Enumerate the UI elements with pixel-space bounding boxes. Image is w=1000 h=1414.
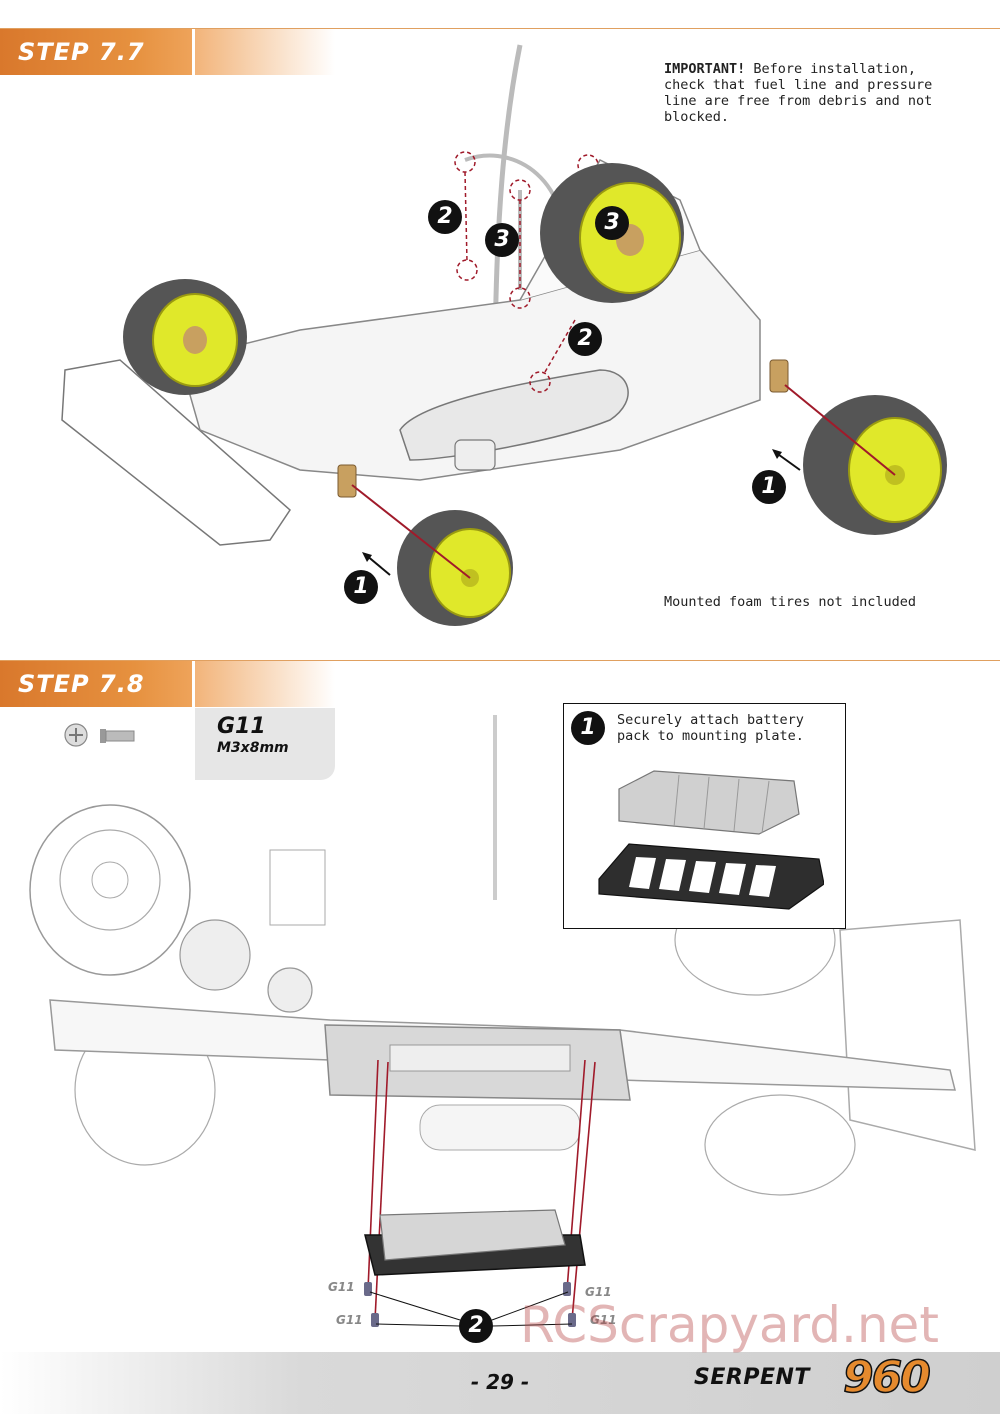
callout-1-front: 1 (344, 570, 378, 604)
guide-line-rear (784, 384, 896, 476)
wheel-front-right (397, 510, 513, 626)
axle-rear (769, 359, 789, 393)
important-label: IMPORTANT! (664, 61, 746, 77)
part-size: M3x8mm (217, 740, 289, 756)
chassis-plate (179, 249, 761, 481)
arrow-front (365, 554, 391, 576)
inset-callout-1: 1 (571, 711, 605, 745)
callout-2-top: 2 (428, 200, 462, 234)
step-header-fade (195, 661, 335, 707)
front-wing (839, 919, 976, 1151)
watermark: RCScrapyard.net (520, 1296, 939, 1354)
pipe-outlet (454, 439, 496, 471)
page-footer (0, 1352, 1000, 1414)
screw-label: G11 (585, 1285, 612, 1299)
guide-line-front (351, 484, 471, 579)
callout-leaders (369, 1291, 573, 1327)
step-title: STEP 7.8 (0, 661, 192, 707)
important-text: Before installation, check that fuel lin… (664, 61, 933, 125)
chassis-illustration-bottom (29, 715, 976, 1327)
part-label-box: G11 M3x8mm (195, 708, 335, 780)
pinion-gear (267, 967, 313, 1013)
screw-icon (64, 723, 135, 747)
wheel-front-right-lower (704, 1094, 856, 1196)
callout-2-lower: 2 (568, 322, 602, 356)
step-header-7-8: STEP 7.8 (0, 660, 1000, 707)
callout-3-right: 3 (595, 206, 629, 240)
screw-label: G11 (328, 1280, 355, 1294)
radio-slot (389, 1044, 571, 1072)
step-header-fade (195, 29, 335, 75)
tires-note: Mounted foam tires not included (664, 594, 916, 610)
callout-3-left: 3 (485, 223, 519, 257)
chassis-illustration-top (61, 44, 947, 626)
brand-name: SERPENT (694, 1365, 810, 1390)
engine-block (269, 849, 326, 926)
wheel-rear-right (803, 395, 947, 535)
inset-text: Securely attach battery pack to mounting… (617, 712, 804, 744)
battery-inset: 1 Securely attach battery pack to mounti… (563, 703, 846, 929)
front-wing (61, 359, 291, 546)
important-note: IMPORTANT! Before installation, check th… (664, 61, 964, 125)
screw-label: G11 (336, 1313, 363, 1327)
page-number: - 29 - (470, 1370, 530, 1394)
step-title: STEP 7.7 (0, 29, 192, 75)
model-number: 960 (842, 1351, 931, 1404)
screw-label: G11 (590, 1313, 617, 1327)
exhaust-pipe (419, 1104, 581, 1151)
axle-front (337, 464, 357, 498)
callout-2: 2 (459, 1309, 493, 1343)
wheel-front-left (123, 279, 247, 395)
callout-1-rear: 1 (752, 470, 786, 504)
step-header-7-7: STEP 7.7 (0, 28, 1000, 75)
battery-pack (379, 1209, 566, 1261)
battery-pack-shape (618, 770, 800, 835)
part-code: G11 (217, 714, 266, 739)
spur-gear (179, 919, 251, 991)
battery-illustration (598, 770, 824, 910)
